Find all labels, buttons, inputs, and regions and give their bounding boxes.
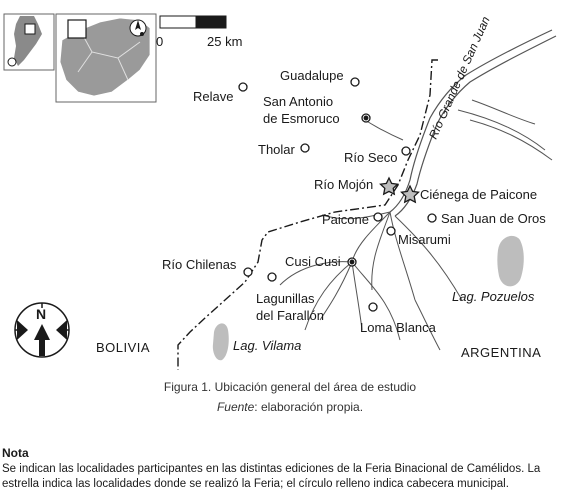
label-cienega-de-paicone: Ciénega de Paicone — [420, 187, 537, 202]
north-arrow-letter: N — [36, 306, 46, 322]
label-paicone: Paicone — [322, 212, 369, 227]
marker-relave — [238, 82, 248, 92]
study-area-map: 0 25 km N Guadalupe Relave San Antonio d… — [3, 13, 557, 370]
label-misarumi: Misarumi — [398, 232, 451, 247]
marker-loma-blanca — [368, 302, 378, 312]
inset-country-marker — [7, 57, 17, 67]
inset-compass-arrow — [135, 20, 141, 30]
locality-markers — [238, 77, 437, 312]
label-guadalupe: Guadalupe — [280, 68, 344, 83]
note-title: Nota — [2, 446, 29, 460]
north-arrow: N — [14, 302, 70, 358]
source-label: Fuente — [216, 400, 255, 414]
inset-study-box — [67, 19, 87, 39]
marker-paicone — [373, 212, 383, 222]
label-san-juan-de-oros: San Juan de Oros — [441, 211, 546, 226]
scale-segment-white — [159, 15, 197, 29]
north-arrow-shaft — [34, 324, 50, 356]
label-rio-chilenas: Río Chilenas — [162, 257, 237, 272]
marker-cienega-star — [400, 184, 420, 204]
inset-map — [3, 13, 157, 103]
scale-segment-black — [195, 15, 227, 29]
source-text: : elaboración propia. — [254, 400, 364, 414]
label-de-esmoruco: de Esmoruco — [263, 111, 340, 126]
scale-bar: 0 25 km — [156, 15, 242, 49]
label-lag-vilama: Lag. Vilama — [233, 338, 301, 353]
figure-source: Fuente: elaboración propia. — [0, 400, 580, 414]
inset-province-lines — [77, 29, 141, 81]
marker-rio-chilenas — [243, 267, 253, 277]
label-loma-blanca: Loma Blanca — [360, 320, 437, 335]
scale-start-label: 0 — [156, 34, 163, 49]
north-arrow-left-wedge — [17, 320, 28, 340]
inset-highlight-box — [24, 23, 36, 35]
marker-rio-mojon-star — [379, 176, 399, 196]
label-bolivia: BOLIVIA — [96, 340, 150, 355]
marker-guadalupe — [350, 77, 360, 87]
marker-san-antonio-dot — [363, 115, 369, 121]
label-relave: Relave — [193, 89, 233, 104]
note-body: Se indican las localidades participantes… — [2, 463, 541, 490]
label-rio-seco: Río Seco — [344, 150, 397, 165]
label-argentina: ARGENTINA — [461, 345, 541, 360]
inset-city-marker — [140, 32, 144, 36]
international-border — [177, 59, 438, 370]
label-lag-pozuelos: Lag. Pozuelos — [452, 289, 535, 304]
marker-misarumi — [386, 226, 396, 236]
label-lagunillas: Lagunillas — [256, 291, 315, 306]
label-tholar: Tholar — [258, 142, 296, 157]
figure-caption: Figura 1. Ubicación general del área de … — [163, 380, 417, 394]
north-arrow-right-wedge — [56, 320, 67, 340]
scale-end-label: 25 km — [207, 34, 242, 49]
marker-rio-seco — [401, 146, 411, 156]
label-san-antonio: San Antonio — [263, 94, 333, 109]
marker-tholar — [300, 143, 310, 153]
label-rio-mojon: Río Mojón — [314, 177, 373, 192]
marker-lagunillas — [267, 272, 277, 282]
label-del-farallon: del Farallón — [256, 308, 324, 323]
marker-san-juan-de-oros — [427, 213, 437, 223]
lake-pozuelos — [497, 235, 524, 287]
label-cusi-cusi: Cusi Cusi — [285, 254, 341, 269]
lake-vilama — [212, 323, 229, 361]
marker-cusi-cusi-dot — [349, 259, 355, 265]
